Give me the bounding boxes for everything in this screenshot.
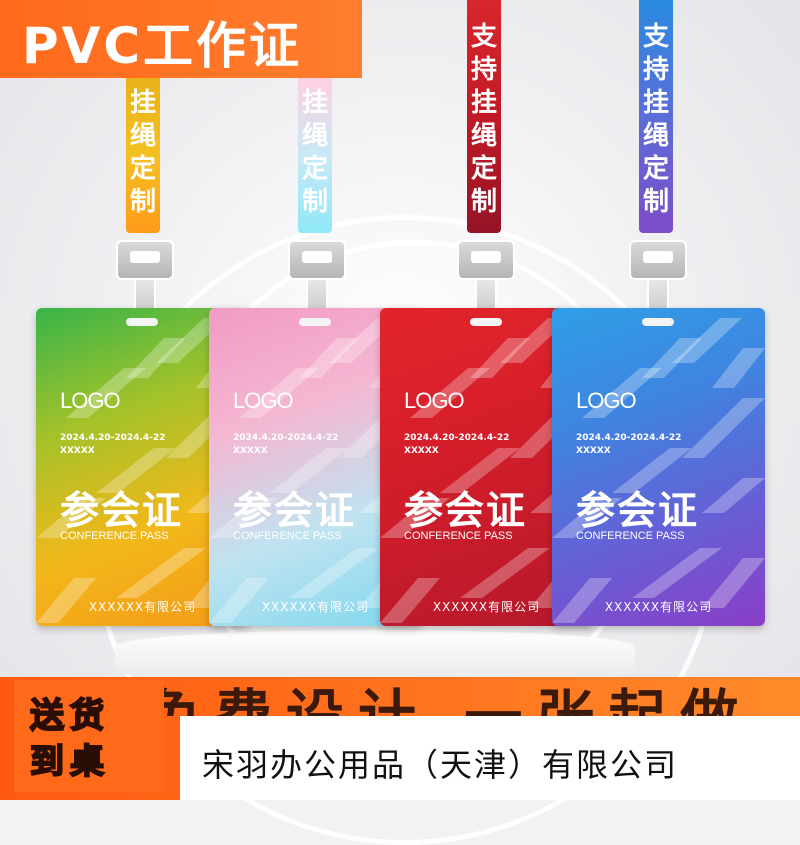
card-stripe (380, 498, 450, 538)
card-dates: 2024.4.20-2024.4-22 (233, 433, 339, 443)
delivery-badge-line2: 到桌 (29, 741, 110, 783)
card-stripe (289, 548, 379, 598)
card-pass-title: 参会证 (233, 489, 357, 534)
strap-char: 绳 (301, 121, 328, 151)
display-podium (115, 630, 635, 685)
strap-char: 挂 (129, 88, 156, 118)
lanyard-clip (629, 240, 687, 280)
delivery-badge: 送货 到桌 (14, 680, 164, 792)
lanyard-strap-blue: 支持挂绳定制 (639, 0, 673, 233)
strap-char: 定 (642, 154, 669, 184)
strap-char: 持 (642, 55, 669, 85)
lanyard-clip (116, 240, 174, 280)
card-logo: LOGO (404, 388, 465, 413)
strap-char: 制 (129, 187, 156, 217)
strap-char: 挂 (642, 88, 669, 118)
card-company: XXXXXX有限公司 (604, 600, 713, 614)
card-pass-title: 参会证 (404, 489, 528, 534)
card-stripe (612, 448, 692, 493)
company-box: 宋羽办公用品（天津）有限公司 (180, 716, 800, 800)
card-placeholder: XXXXX (233, 446, 268, 456)
strap-char: 定 (301, 154, 328, 184)
card-stripe (470, 338, 530, 378)
card-stripe (96, 448, 176, 493)
card-stripe (702, 558, 765, 608)
card-stripe (36, 578, 96, 623)
card-stripe (440, 448, 520, 493)
card-stripe (642, 338, 702, 378)
card-stripe (209, 578, 269, 623)
card-stripe (209, 498, 279, 538)
card-pass-subtitle: CONFERENCE PASS (60, 530, 169, 542)
card-stripe (380, 578, 440, 623)
strap-char: 绳 (642, 121, 669, 151)
card-stripe (116, 548, 206, 598)
lanyard-clip (457, 240, 515, 280)
strap-char: 制 (301, 187, 328, 217)
strap-char: 支 (642, 22, 669, 52)
card-company: XXXXXX有限公司 (432, 600, 541, 614)
card-company: XXXXXX有限公司 (88, 600, 197, 614)
card-stripe (552, 578, 612, 623)
strap-char: 定 (129, 154, 156, 184)
card-pass-subtitle: CONFERENCE PASS (576, 530, 685, 542)
slogan-text: 免费设计 一张起做 (142, 672, 752, 716)
card-placeholder: XXXXX (404, 446, 439, 456)
lanyard-strap-red: 支持挂绳定制 (467, 0, 501, 233)
delivery-badge-line1: 送货 (29, 695, 110, 737)
card-placeholder: XXXXX (576, 446, 611, 456)
card-logo: LOGO (60, 388, 121, 413)
badge-card-blue: LOGO 2024.4.20-2024.4-22 XXXXX 参会证 CONFE… (552, 308, 765, 626)
strap-char: 持 (470, 55, 497, 85)
card-stripe (712, 348, 765, 388)
card-pass-subtitle: CONFERENCE PASS (233, 530, 342, 542)
card-slot-hole (642, 318, 674, 326)
card-stripe (552, 498, 622, 538)
strap-char: 挂 (470, 88, 497, 118)
card-stripe (702, 478, 765, 513)
card-pass-title: 参会证 (576, 489, 700, 534)
card-stripe (126, 338, 186, 378)
strap-char: 绳 (470, 121, 497, 151)
card-stripes (552, 318, 765, 623)
title-banner: PVC工作证 (0, 0, 362, 78)
card-stripe (672, 318, 742, 363)
card-dates: 2024.4.20-2024.4-22 (576, 433, 682, 443)
card-stripe (682, 398, 765, 458)
card-stripe (239, 368, 319, 418)
card-stripe (156, 318, 226, 363)
card-stripe (582, 368, 662, 418)
card-slot-hole (470, 318, 502, 326)
card-dates: 2024.4.20-2024.4-22 (404, 433, 510, 443)
card-dates: 2024.4.20-2024.4-22 (60, 433, 166, 443)
card-stripe (269, 448, 349, 493)
card-stripe (410, 368, 490, 418)
lanyard-strap-pink: 挂绳定制 (298, 78, 332, 233)
card-pass-subtitle: CONFERENCE PASS (404, 530, 513, 542)
strap-char: 挂 (301, 88, 328, 118)
card-logo: LOGO (233, 388, 294, 413)
company-name: 宋羽办公用品（天津）有限公司 (202, 746, 679, 784)
card-stripe (632, 548, 722, 598)
card-slot-hole (126, 318, 158, 326)
card-pass-title: 参会证 (60, 489, 184, 534)
card-stripe (66, 368, 146, 418)
page-title: PVC工作证 (22, 17, 303, 75)
strap-char: 制 (470, 187, 497, 217)
strap-char: 支 (470, 22, 497, 52)
card-slot-hole (299, 318, 331, 326)
card-company: XXXXXX有限公司 (261, 600, 370, 614)
card-stripe (460, 548, 550, 598)
lanyard-strap-yellow: 挂绳定制 (126, 78, 160, 233)
strap-char: 定 (470, 154, 497, 184)
card-stripe (36, 498, 106, 538)
card-placeholder: XXXXX (60, 446, 95, 456)
strap-char: 制 (642, 187, 669, 217)
lanyard-clip (288, 240, 346, 280)
card-logo: LOGO (576, 388, 637, 413)
strap-char: 绳 (129, 121, 156, 151)
card-stripe (299, 338, 359, 378)
